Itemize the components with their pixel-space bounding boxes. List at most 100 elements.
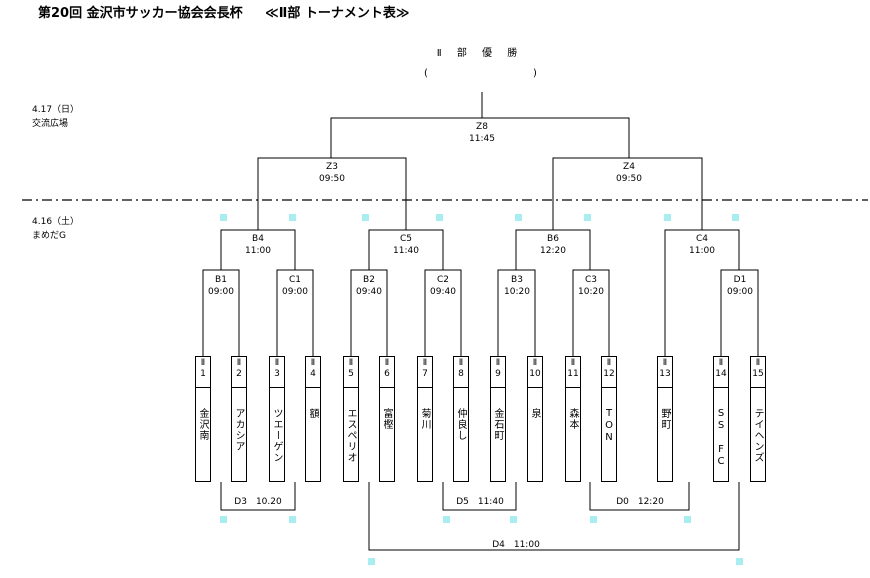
- team-box: Ⅱ 12 TON: [601, 356, 617, 482]
- match-code: B3: [511, 275, 523, 285]
- tournament-title: 第20回 金沢市サッカー協会会長杯: [38, 6, 243, 21]
- team-box: Ⅱ 1 金沢南: [195, 356, 211, 482]
- match-time: 09:40: [430, 287, 456, 297]
- team-number: 14: [715, 369, 727, 379]
- team-name: アカシア: [233, 408, 244, 452]
- match-c4: C4 11:00: [672, 233, 732, 257]
- team-number: 12: [603, 369, 615, 379]
- team-box: Ⅱ 8 仲良し: [453, 356, 469, 482]
- match-time: 11:00: [245, 246, 271, 256]
- team-name: 森本: [567, 408, 578, 430]
- match-time: 09:00: [282, 287, 308, 297]
- team-division: Ⅱ: [274, 358, 280, 368]
- match-code: C4: [695, 234, 708, 244]
- match-time: 10:20: [504, 287, 530, 297]
- page-title: 第20回 金沢市サッカー協会会長杯 ≪Ⅱ部 トーナメント表≫: [38, 2, 409, 21]
- team-name: ツエーゲン: [271, 408, 282, 463]
- team-number: 15: [752, 369, 764, 379]
- match-c1: C1 09:00: [270, 274, 320, 298]
- match-b1: B1 09:00: [196, 274, 246, 298]
- team-box: Ⅱ 7 菊川: [417, 356, 433, 482]
- team-division: Ⅱ: [458, 358, 464, 368]
- team-number: 2: [236, 369, 242, 379]
- match-code: Z4: [623, 162, 635, 172]
- match-code: C2: [436, 275, 449, 285]
- team-box: Ⅱ 13 野町: [657, 356, 673, 482]
- team-name: TON: [603, 408, 615, 444]
- match-b6: B6 12:20: [523, 233, 583, 257]
- match-time: 09:50: [319, 174, 345, 184]
- match-d1: D1 09:00: [715, 274, 765, 298]
- team-division: Ⅱ: [310, 358, 316, 368]
- match-z8: Z8 11:45: [452, 121, 512, 145]
- team-division: Ⅱ: [718, 358, 724, 368]
- match-code: D1: [733, 275, 747, 285]
- team-division: Ⅱ: [532, 358, 538, 368]
- team-box: Ⅱ 10 泉: [527, 356, 543, 482]
- team-division: Ⅱ: [662, 358, 668, 368]
- match-code: C3: [584, 275, 597, 285]
- team-division: Ⅱ: [348, 358, 354, 368]
- team-name: 泉: [529, 408, 540, 419]
- day-1-date: 4.17（日）: [32, 105, 80, 115]
- team-number: 9: [495, 369, 501, 379]
- team-number: 8: [458, 369, 464, 379]
- champion-close-paren: ): [533, 68, 537, 79]
- team-name: SS FC: [715, 408, 727, 468]
- match-code: Z3: [326, 162, 338, 172]
- team-name: 額: [307, 408, 318, 419]
- team-division: Ⅱ: [236, 358, 242, 368]
- match-time: 12:20: [540, 246, 566, 256]
- team-number: 13: [659, 369, 671, 379]
- team-number: 4: [310, 369, 316, 379]
- match-code: B4: [252, 234, 264, 244]
- day-1-venue: 交流広場: [32, 119, 69, 129]
- bracket-lines: [202, 92, 759, 551]
- team-box: Ⅱ 14 SS FC: [713, 356, 729, 482]
- day-2-date: 4.16（土）: [32, 217, 80, 227]
- team-number: 3: [274, 369, 280, 379]
- match-time: 10:20: [578, 287, 604, 297]
- team-box: Ⅱ 9 金石町: [490, 356, 506, 482]
- team-name: 金石町: [492, 408, 503, 441]
- day-2-venue: まめだG: [32, 231, 66, 241]
- match-d5: D5 11:40: [456, 497, 504, 507]
- team-division: Ⅱ: [384, 358, 390, 368]
- team-name: 菊川: [419, 408, 430, 430]
- team-name: エスペリオ: [345, 408, 356, 463]
- match-z3: Z3 09:50: [302, 161, 362, 185]
- team-name: 富樫: [381, 408, 392, 430]
- team-division: Ⅱ: [755, 358, 761, 368]
- team-division: Ⅱ: [606, 358, 612, 368]
- team-box: Ⅱ 11 森本: [565, 356, 581, 482]
- team-number: 10: [529, 369, 541, 379]
- match-c3: C3 10:20: [566, 274, 616, 298]
- team-box: Ⅱ 15 テイヘンズ: [750, 356, 766, 482]
- match-code: C5: [399, 234, 412, 244]
- match-code: B1: [215, 275, 227, 285]
- match-d4: D4 11:00: [492, 540, 540, 550]
- match-time: 09:50: [616, 174, 642, 184]
- team-number: 5: [348, 369, 354, 379]
- match-code: B6: [547, 234, 559, 244]
- match-b3: B3 10:20: [492, 274, 542, 298]
- champion-open-paren: (: [424, 68, 428, 79]
- match-time: 09:00: [727, 287, 753, 297]
- match-code: B2: [363, 275, 375, 285]
- team-name: 野町: [659, 408, 670, 430]
- team-box: Ⅱ 4 額: [305, 356, 321, 482]
- match-code: Z8: [476, 122, 488, 132]
- match-code: C1: [288, 275, 301, 285]
- team-division: Ⅱ: [570, 358, 576, 368]
- match-time: 11:40: [393, 246, 419, 256]
- team-number: 6: [384, 369, 390, 379]
- team-box: Ⅱ 5 エスペリオ: [343, 356, 359, 482]
- team-division: Ⅱ: [422, 358, 428, 368]
- match-b2: B2 09:40: [344, 274, 394, 298]
- match-c2: C2 09:40: [418, 274, 468, 298]
- match-c5: C5 11:40: [376, 233, 436, 257]
- team-division: Ⅱ: [495, 358, 501, 368]
- team-number: 7: [422, 369, 428, 379]
- bracket-subtitle: ≪Ⅱ部 トーナメント表≫: [265, 6, 410, 21]
